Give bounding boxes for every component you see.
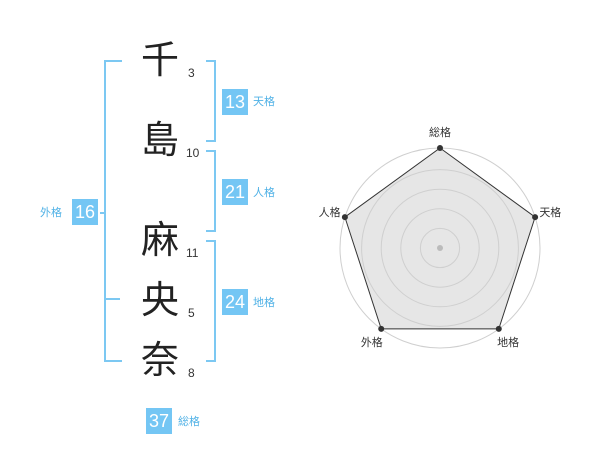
tenkaku-label: 天格 — [253, 95, 275, 108]
radar-vertex-point — [532, 214, 539, 221]
name-char-4: 央 — [140, 278, 179, 322]
tenkaku-value-badge: 13 — [222, 89, 248, 115]
radar-axis-label: 外格 — [361, 335, 383, 349]
stroke-count-4: 5 — [188, 306, 195, 320]
radar-vertex-point — [437, 145, 443, 151]
name-char-2: 島 — [140, 118, 179, 162]
radar-axis-label: 人格 — [319, 205, 341, 219]
stroke-count-3: 11 — [186, 246, 199, 260]
radar-vertex-point — [341, 214, 348, 221]
chikaku-value-badge: 24 — [222, 289, 248, 315]
gaikaku-value-badge: 16 — [72, 199, 98, 225]
soukaku-value-badge: 37 — [146, 408, 172, 434]
radar-grid-ring — [361, 169, 519, 327]
radar-grid-ring — [380, 188, 500, 308]
tenkaku-bracket — [206, 60, 216, 142]
chikaku-label: 地格 — [253, 296, 275, 309]
jinkaku-bracket — [206, 150, 216, 232]
jinkaku-label: 人格 — [253, 186, 275, 199]
stroke-count-5: 8 — [188, 366, 195, 380]
radar-grid-ring — [419, 227, 461, 269]
jinkaku-value-badge: 21 — [222, 179, 248, 205]
radar-vertex-point — [378, 325, 385, 332]
soukaku-label: 総格 — [178, 415, 200, 428]
radar-axis-label: 総格 — [429, 125, 451, 139]
name-char-3: 麻 — [140, 218, 179, 262]
radar-center-dot — [437, 245, 443, 251]
name-char-1: 千 — [140, 38, 179, 82]
gaikaku-connector — [100, 212, 104, 214]
radar-vertex-point — [495, 325, 502, 332]
chikaku-bracket — [206, 240, 216, 362]
gaikaku-bracket — [104, 60, 122, 362]
stroke-count-2: 10 — [186, 146, 200, 160]
radar-grid-ring — [400, 208, 480, 288]
radar-data-polygon — [344, 147, 536, 330]
stroke-count-1: 3 — [188, 66, 195, 80]
name-char-5: 奈 — [140, 338, 179, 382]
radar-axis-label: 地格 — [497, 335, 519, 349]
radar-axis-label: 天格 — [539, 205, 561, 219]
gaikaku-label: 外格 — [40, 206, 62, 219]
gaikaku-bracket-tick — [106, 298, 120, 300]
